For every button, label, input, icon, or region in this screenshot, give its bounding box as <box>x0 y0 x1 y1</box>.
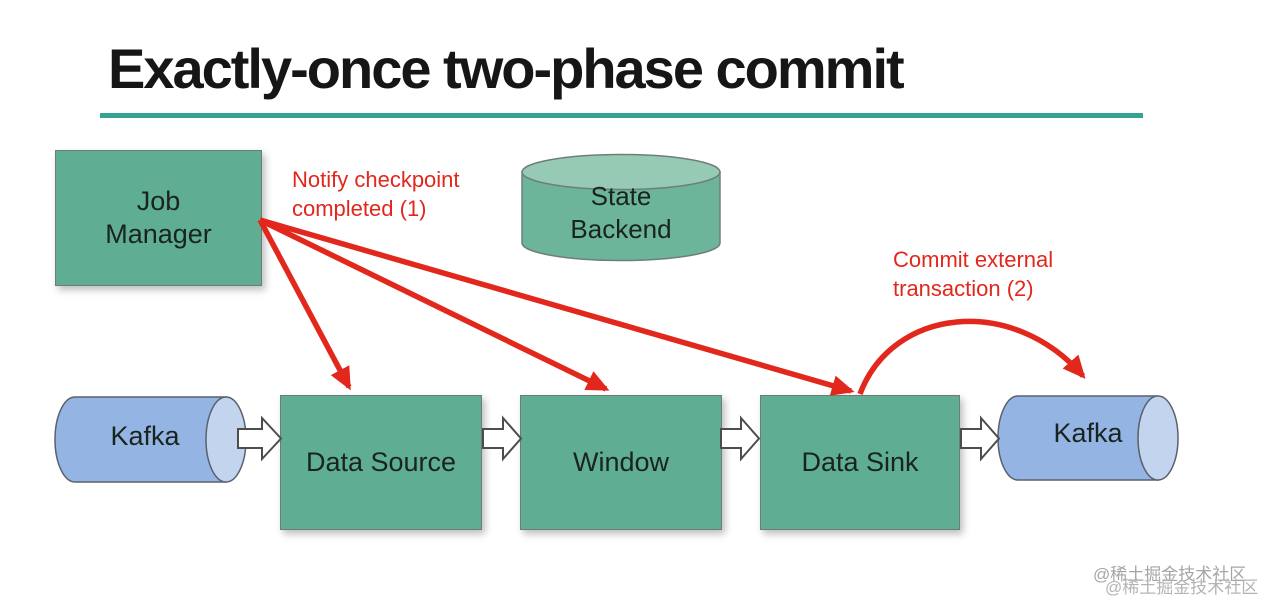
kafka-left-label-text: Kafka <box>110 421 180 451</box>
state-backend-label-line1: State <box>590 181 652 211</box>
flow-arrow-kafka-to-source <box>237 415 283 462</box>
data-source-label: Data Source <box>305 447 457 478</box>
state-backend-label-line2: Backend <box>570 213 672 244</box>
commit-transaction-annotation: Commit external transaction (2) <box>893 245 1053 303</box>
flow-arrow-sink-to-kafka <box>960 415 1001 462</box>
data-source-node: Data Source <box>280 395 482 530</box>
commit-annotation-line2: transaction (2) <box>893 276 1034 302</box>
notify-arrow-to-window <box>258 217 610 392</box>
state-backend-node: State Backend <box>521 180 721 245</box>
data-sink-label: Data Sink <box>801 447 919 478</box>
notify-arrow-to-data-sink <box>259 217 855 396</box>
data-sink-node: Data Sink <box>760 395 960 530</box>
flow-arrow-window-to-sink <box>720 415 761 462</box>
title-underline <box>100 113 1143 118</box>
page-title: Exactly-once two-phase commit <box>108 37 905 100</box>
job-manager-label-line1: Job <box>136 186 181 217</box>
notify-arrow-to-data-source <box>257 218 352 391</box>
flow-arrow-source-to-window <box>482 415 523 462</box>
notify-annotation-line2: completed (1) <box>292 196 427 222</box>
kafka-left-node: Kafka <box>57 420 233 454</box>
commit-arrow-sink-to-kafka <box>857 318 1086 395</box>
commit-annotation-line1: Commit external <box>893 247 1054 272</box>
notify-annotation-line1: Notify checkpoint <box>292 167 460 192</box>
notify-checkpoint-annotation: Notify checkpoint completed (1) <box>292 165 460 223</box>
kafka-right-label-text: Kafka <box>1053 418 1123 448</box>
window-node: Window <box>520 395 722 530</box>
watermark-text: @稀土掘金技术社区 <box>1105 578 1259 597</box>
window-label: Window <box>572 447 670 478</box>
kafka-right-node: Kafka <box>1000 417 1176 451</box>
job-manager-node: Job Manager <box>55 150 262 286</box>
watermark-text: @稀土掘金技术社区 <box>1093 565 1247 584</box>
job-manager-label-line2: Manager <box>105 219 212 249</box>
